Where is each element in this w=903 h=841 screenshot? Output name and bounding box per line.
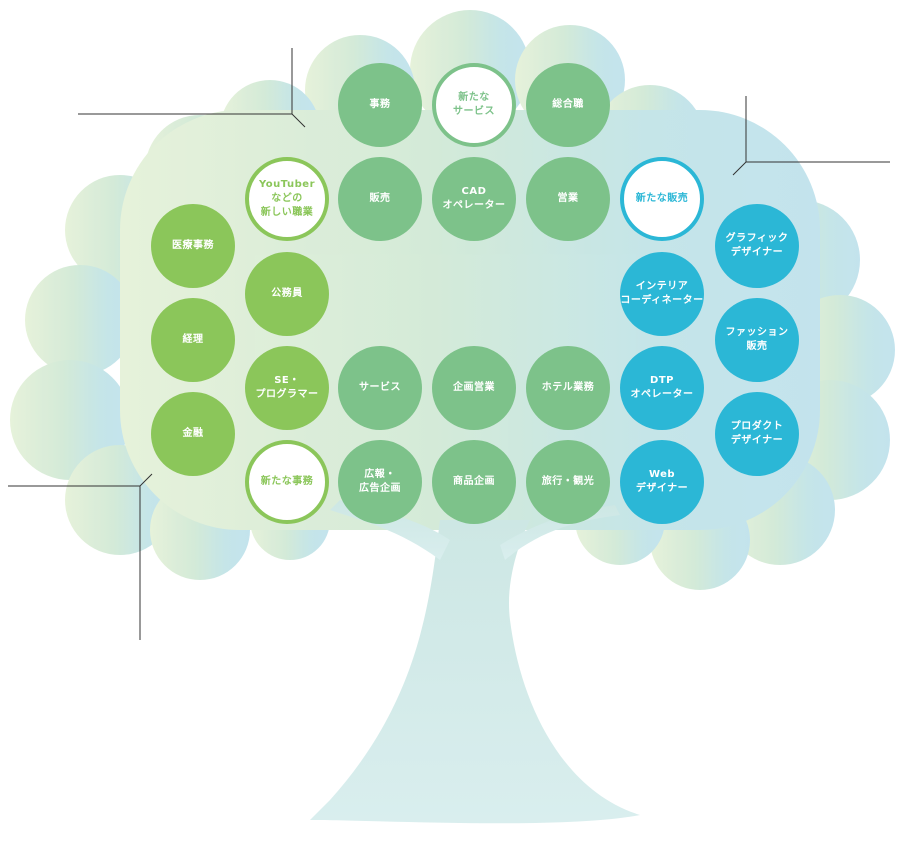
job-node-se: SE・ プログラマー xyxy=(245,346,329,430)
job-node-interior: インテリア コーディネーター xyxy=(620,252,704,336)
job-node-jimu: 事務 xyxy=(338,63,422,147)
job-node-ryoko: 旅行・観光 xyxy=(526,440,610,524)
corner-brackets xyxy=(8,48,890,640)
job-node-graphic: グラフィック デザイナー xyxy=(715,204,799,288)
job-node-service: サービス xyxy=(338,346,422,430)
job-node-kikaku-eigyo: 企画営業 xyxy=(432,346,516,430)
job-node-keiri: 経理 xyxy=(151,298,235,382)
job-node-komuin: 公務員 xyxy=(245,252,329,336)
job-node-cad: CAD オペレーター xyxy=(432,157,516,241)
job-node-web: Web デザイナー xyxy=(620,440,704,524)
job-node-koho: 広報・ 広告企画 xyxy=(338,440,422,524)
job-node-hanbai: 販売 xyxy=(338,157,422,241)
job-node-youtuber: YouTuber などの 新しい職業 xyxy=(245,157,329,241)
job-node-sogoshoku: 総合職 xyxy=(526,63,610,147)
job-node-shohin: 商品企画 xyxy=(432,440,516,524)
job-node-new-service: 新たな サービス xyxy=(432,63,516,147)
job-node-kinyu: 金融 xyxy=(151,392,235,476)
job-node-hotel: ホテル業務 xyxy=(526,346,610,430)
job-node-product: プロダクト デザイナー xyxy=(715,392,799,476)
job-node-eigyo: 営業 xyxy=(526,157,610,241)
job-node-new-sales: 新たな販売 xyxy=(620,157,704,241)
job-node-iryo: 医療事務 xyxy=(151,204,235,288)
job-node-dtp: DTP オペレーター xyxy=(620,346,704,430)
job-node-fashion: ファッション 販売 xyxy=(715,298,799,382)
job-node-new-office: 新たな事務 xyxy=(245,440,329,524)
